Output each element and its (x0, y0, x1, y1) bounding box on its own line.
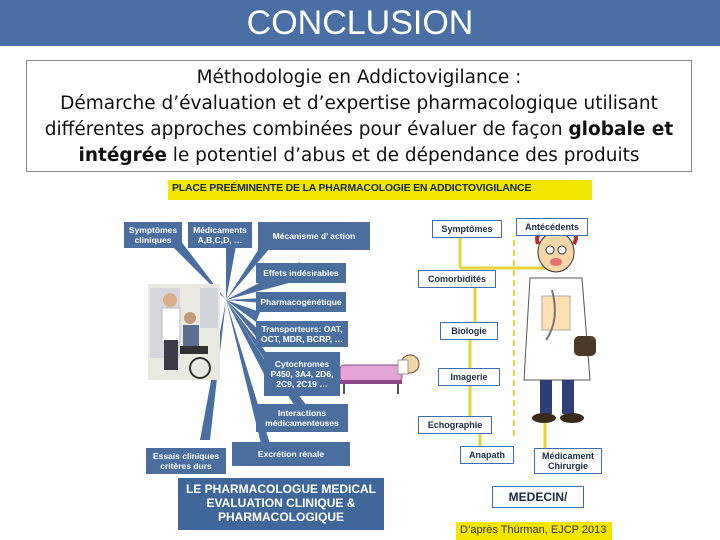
box-imagerie: Imagerie (438, 368, 500, 386)
box-medicament-chirurgie: Médicament Chirurgie (534, 448, 602, 474)
box-excretion-renale: Excrétion rénale (232, 442, 350, 466)
box-cytochromes: Cytochromes P450, 3A4, 2D6, 2C9, 2C19 … (264, 352, 340, 396)
box-comorbidites: Comorbidités (418, 270, 496, 288)
box-interactions: Interactions médicamenteuses (256, 404, 348, 432)
box-medecin: MEDECIN/ (492, 486, 584, 508)
pharmacologue-box: LE PHARMACOLOGUE MEDICAL EVALUATION CLIN… (178, 478, 384, 530)
box-essais-cliniques: Essais cliniques critères durs (146, 448, 226, 474)
pharmacologue-line-3: PHARMACOLOGIQUE (178, 510, 384, 524)
credit-text: D’après Thürman, EJCP 2013 (460, 524, 606, 536)
doctor-illustration (524, 232, 596, 423)
box-echographie: Echographie (418, 416, 492, 434)
box-antecedents: Antécédents (516, 218, 588, 236)
box-medicaments: Médicaments A,B,C,D, … (188, 222, 252, 248)
box-symptomes: Symptômes (432, 220, 502, 238)
box-pharmacogenetique: Pharmacogénétique (256, 292, 346, 312)
pharmacologue-line-2: EVALUATION CLINIQUE & (178, 496, 384, 510)
box-mecanisme-action: Mécanisme d’ action (258, 222, 370, 250)
pharmacologue-line-1: LE PHARMACOLOGUE MEDICAL (178, 482, 384, 496)
box-effets-indesirables: Effets indésirables (256, 263, 346, 283)
box-biologie: Biologie (440, 322, 498, 340)
box-transporteurs: Transporteurs: OAT, OCT, MDR, BCRP, … (256, 321, 348, 347)
figure-header: PLACE PREÉMINENTE DE LA PHARMACOLOGIE EN… (172, 182, 531, 194)
box-symptomes-cliniques: Symptômes cliniques (124, 222, 182, 248)
box-anapath: Anapath (460, 446, 514, 464)
